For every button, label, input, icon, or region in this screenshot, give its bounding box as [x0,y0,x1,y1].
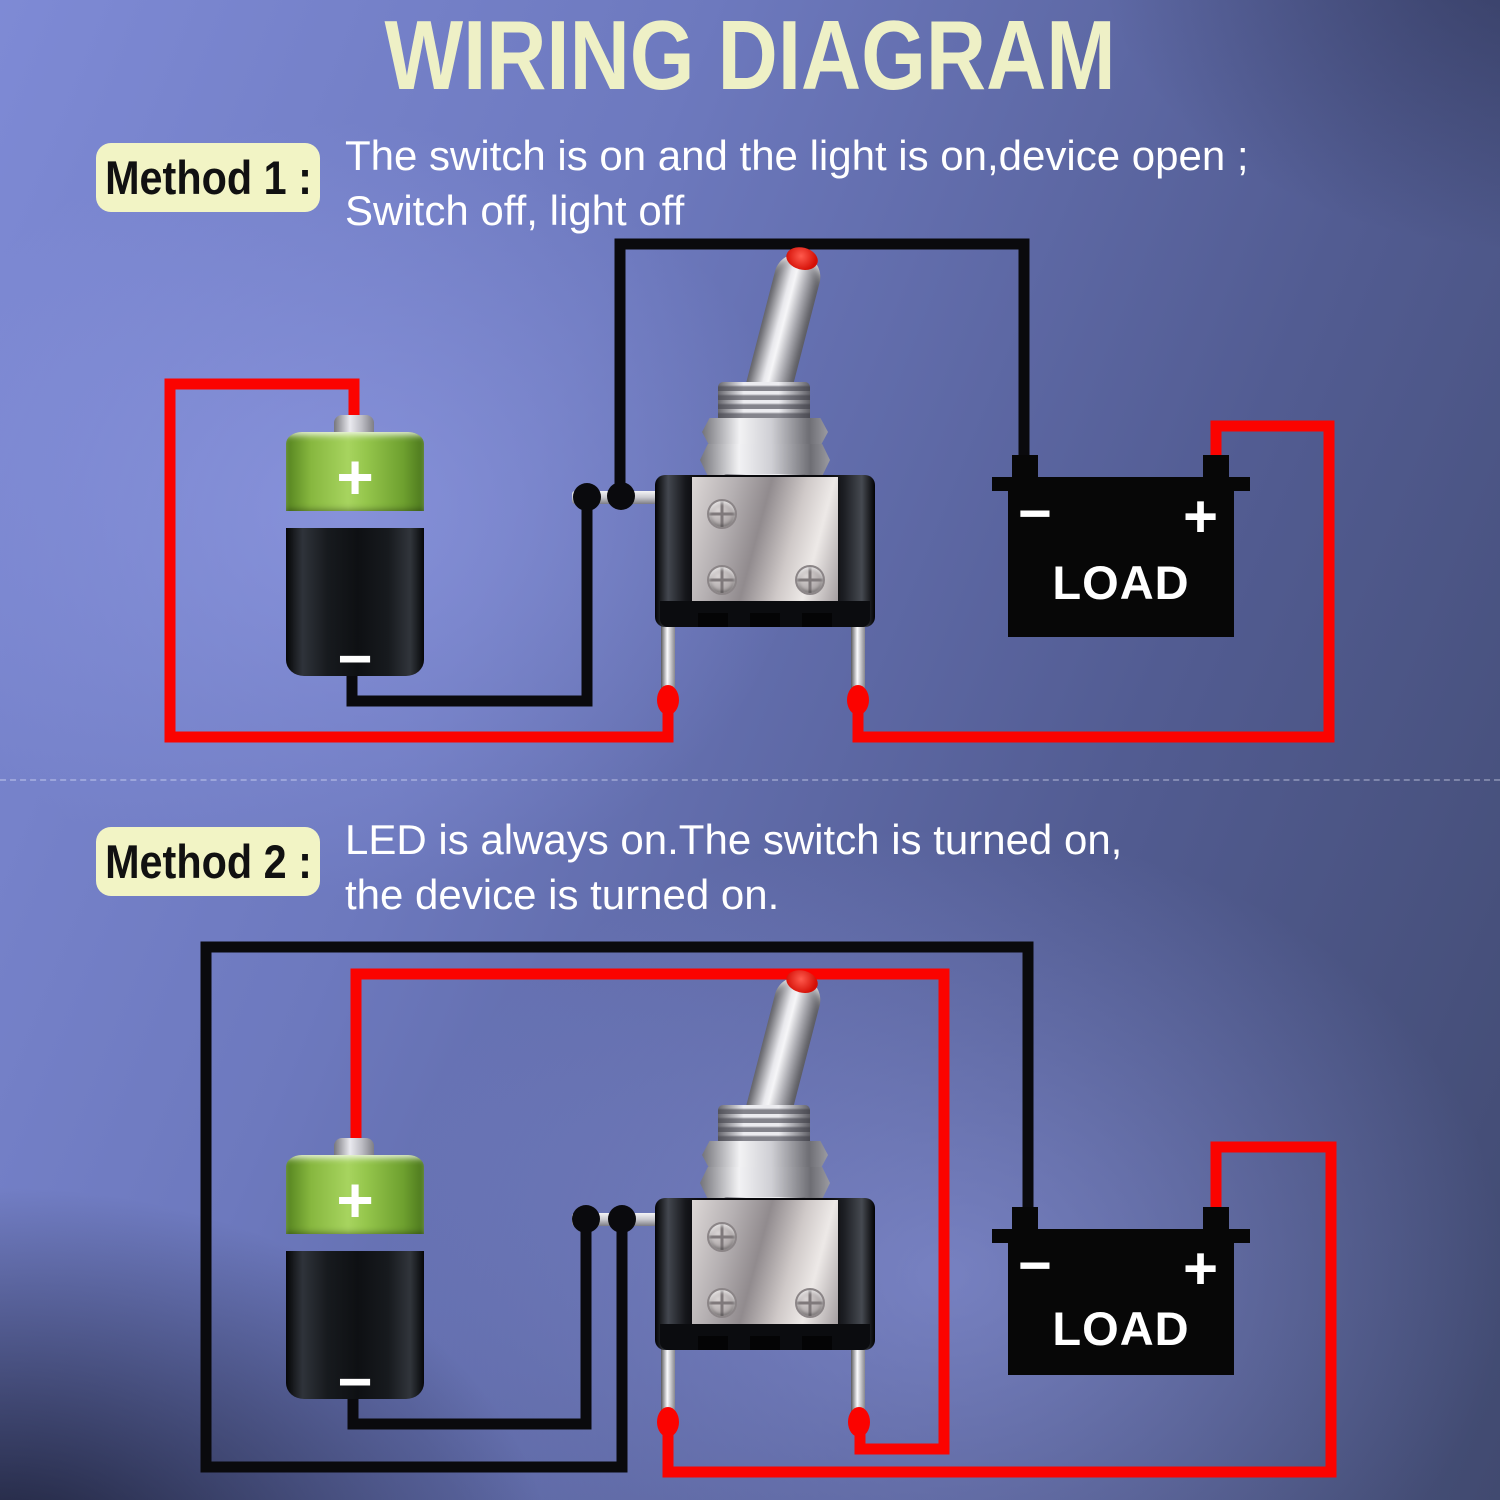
m1-battery-negative-body: − [286,528,424,676]
m2-red-wire-battery-to-switch-pin [350,968,950,1455]
m2-switch-hex-nut-upper [702,1141,828,1169]
m1-red-wire-switch-pin-to-load-positive [852,420,1335,743]
method1-description-line2: Switch off, light off [345,187,685,234]
m1-load-positive-terminal [1203,455,1229,479]
m2-load-positive-terminal [1203,1207,1229,1231]
m2-battery-negative-body: − [286,1251,424,1399]
m2-battery-plus-symbol: + [336,1163,374,1236]
m1-switch-lever [743,248,826,404]
m2-load-negative-terminal [1012,1207,1038,1231]
m1-battery: + − [286,415,424,676]
m1-switch-screw-bottom-right [795,565,825,595]
m2-load-label: LOAD [1052,1302,1190,1356]
m2-battery-terminal-nub [334,1138,374,1158]
m1-toggle-switch [574,248,904,722]
m2-switch-pin-right [851,1348,865,1428]
m2-black-wire-battery-to-switch-lug [347,1218,592,1430]
method1-description-line1: The switch is on and the light is on,dev… [345,132,1249,179]
method2-description-line1: LED is always on.The switch is turned on… [345,816,1123,863]
m1-switch-screw-top [707,499,737,529]
m1-load-minus-symbol: − [1018,481,1052,546]
m2-switch-pin-left [661,1348,675,1428]
m2-switch-screw-top [707,1222,737,1252]
m1-switch-screw-bottom-left [707,565,737,595]
m2-switch-base [660,1324,870,1350]
m2-load-minus-symbol: − [1018,1233,1052,1298]
m1-switch-hex-nut-upper [702,418,828,446]
m2-load-body: − + LOAD [1008,1237,1234,1375]
method1-description: The switch is on and the light is on,dev… [345,128,1249,238]
m2-load-plus-symbol: + [1182,1235,1218,1302]
m1-switch-pin-left [661,625,675,705]
m1-battery-plus-symbol: + [336,440,374,513]
m1-switch-pin-right [851,625,865,705]
m1-load-top-bar [992,477,1250,491]
method2-description: LED is always on.The switch is turned on… [345,812,1122,922]
m2-load: − + LOAD [992,1207,1250,1379]
m1-battery-positive-cap: + [286,432,424,511]
method2-description-line2: the device is turned on. [345,871,780,918]
m1-red-wire-battery-to-switch-pin [164,378,674,743]
m2-black-wire-switch-lug-to-load-negative [200,941,1034,1473]
m1-load-label: LOAD [1052,556,1190,610]
m1-switch-hex-nut-lower [700,444,830,476]
m2-battery-positive-cap: + [286,1155,424,1234]
m1-black-wire-battery-to-switch-lug [346,496,593,707]
m2-battery-minus-symbol: − [337,1348,373,1400]
m1-battery-shell: + − [286,432,424,676]
method1-label: Method 1 : [96,143,320,212]
m2-switch-hex-nut-lower [700,1167,830,1199]
m1-battery-minus-symbol: − [337,625,373,677]
m1-switch-base [660,601,870,627]
m1-load-negative-terminal [1012,455,1038,479]
method2-label: Method 2 : [96,827,320,896]
m2-toggle-switch [574,971,904,1445]
section-divider [0,779,1500,781]
m2-battery: + − [286,1138,424,1399]
page-title: WIRING DIAGRAM [384,0,1116,110]
m1-load-body: − + LOAD [1008,485,1234,637]
m1-battery-terminal-nub [334,415,374,435]
m1-black-wire-switch-lug-to-load-negative [614,238,1030,500]
m1-load-plus-symbol: + [1182,483,1218,550]
m2-red-wire-switch-pin-to-load-positive [662,1141,1337,1478]
m2-switch-lever [743,971,826,1127]
m2-switch-screw-bottom-left [707,1288,737,1318]
m2-load-top-bar [992,1229,1250,1243]
m1-load: − + LOAD [992,455,1250,637]
m2-switch-screw-bottom-right [795,1288,825,1318]
m2-battery-shell: + − [286,1155,424,1399]
